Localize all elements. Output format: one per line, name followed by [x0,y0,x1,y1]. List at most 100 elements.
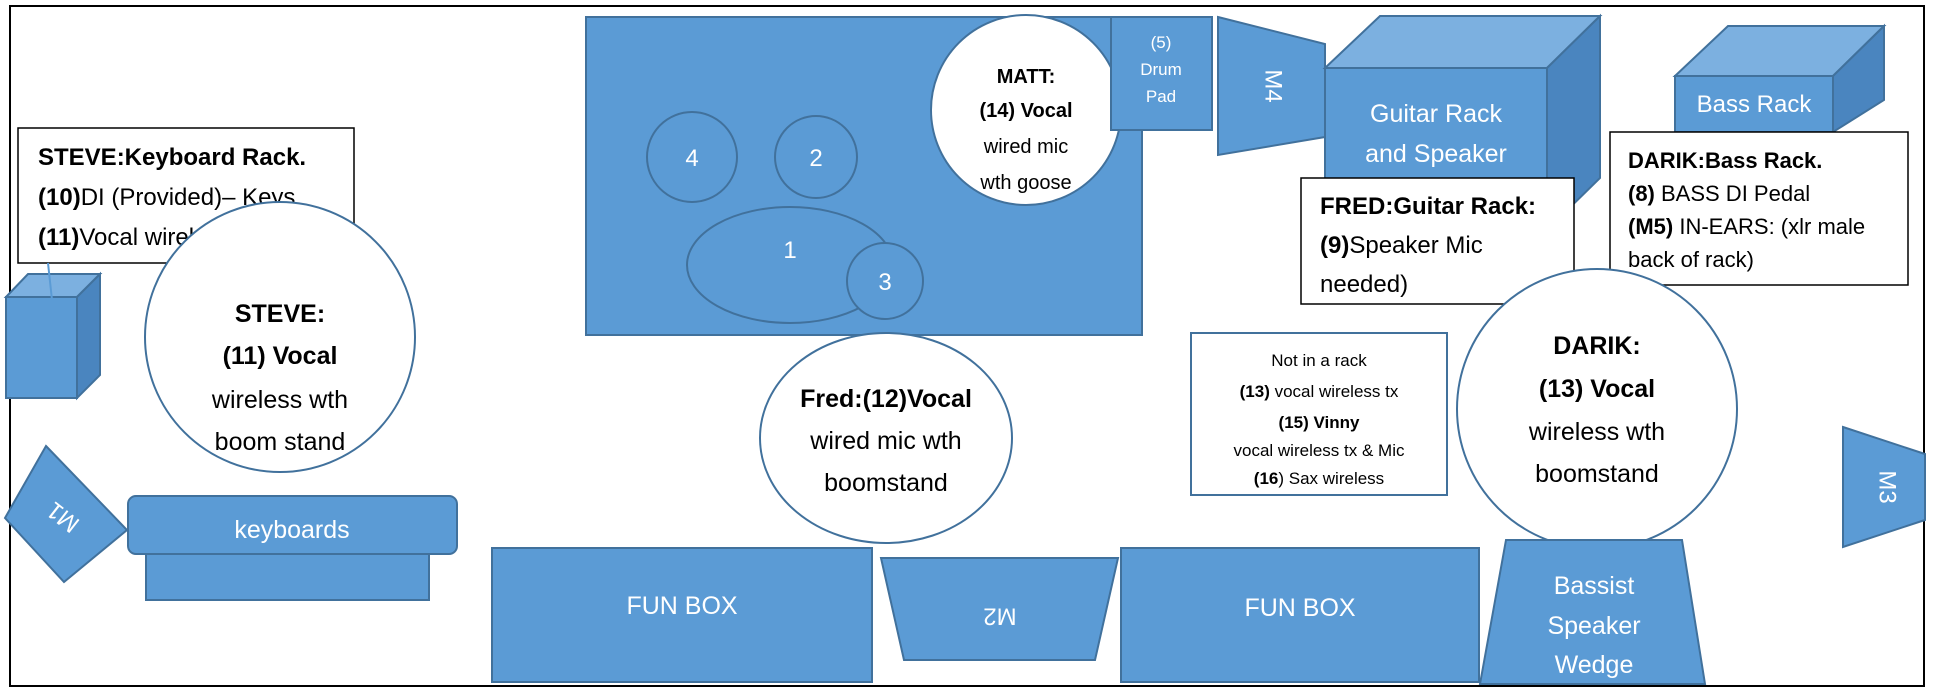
bassist-speaker-wedge: Bassist Speaker Wedge [1478,539,1707,685]
bassist-wedge-line2: Speaker [1547,612,1640,640]
darik-bass-note-line1: (8) BASS DI Pedal [1628,181,1810,206]
drum-3 [846,242,924,320]
not-in-rack-line16: (16) Sax wireless [1254,469,1384,488]
darik-vocal: DARIK: (13) Vocal wireless wth boomstand [1456,268,1738,550]
fred-line2: boomstand [824,469,948,497]
monitor-m1-shape [3,444,129,584]
monitor-m2: M2 [879,557,1120,661]
matt-line2: wth goose [979,172,1071,194]
drum-pad-line1: (5) [1151,33,1172,52]
drum-pad-line2: Drum [1140,60,1182,79]
fun-box-left-shape [491,547,873,683]
steve-line2: boom stand [215,428,346,456]
fred-guitar-note-num: (9) [1320,232,1349,259]
not-in-rack-n16: (16 [1254,469,1279,488]
darik-name: DARIK: [1553,332,1641,360]
not-in-rack-t16: ) Sax wireless [1278,469,1384,488]
steve-line1: wireless wth [211,386,348,414]
fun-box-right: FUN BOX [1120,547,1480,683]
darik-bass-rack-note: DARIK:Bass Rack. (8) BASS DI Pedal (M5) … [1609,131,1909,286]
steve-keyboard-note-n2: (11) [38,224,79,251]
drum-2-label: 2 [809,145,822,172]
monitor-m3-label: M3 [1874,470,1901,503]
keyboard-rack [3,262,103,401]
monitor-m4: M4 [1217,15,1326,157]
monitor-m4-label: M4 [1260,69,1287,102]
fred-ellipse [759,332,1013,544]
darik-bass-note-n1: (8) [1628,181,1655,206]
keyboard-stand [145,553,430,601]
drum-pad-box [1110,16,1213,131]
darik-line1: wireless wth [1528,418,1665,446]
not-in-rack-n13: (13) [1240,382,1270,401]
matt-vocal: MATT: (14) Vocal wired mic wth goose [930,14,1122,206]
not-in-rack-box [1190,332,1448,496]
drum-1-label: 1 [783,237,796,264]
steve-keyboard-note-title: STEVE:Keyboard Rack. [38,144,306,171]
fun-box-left: FUN BOX [491,547,873,683]
fred-guitar-rack-note: FRED:Guitar Rack: (9)Speaker Mic needed) [1300,177,1575,305]
darik-bass-note-t2: IN-EARS: (xlr male [1673,214,1865,239]
monitor-m3: M3 [1842,425,1926,549]
keyboards: keyboards [127,495,458,601]
monitor-m1: M1 [3,444,129,584]
fred-guitar-note-text1: Speaker Mic [1349,232,1482,259]
fred-guitar-note-line1: (9)Speaker Mic [1320,232,1483,259]
keyboards-label: keyboards [234,516,349,544]
steve-vocal-num: (11) Vocal [223,342,338,370]
keyboard-top [127,495,458,555]
monitor-m3-shape [1842,425,1926,549]
monitor-m2-shape [879,557,1120,661]
fred-guitar-note-box [1300,177,1575,305]
not-in-rack-vinny-desc: vocal wireless tx & Mic [1234,441,1405,460]
fred-line1: wired mic wth [809,427,961,455]
not-in-rack-note: Not in a rack (13) vocal wireless tx (15… [1190,332,1448,496]
drum-4 [646,111,738,203]
bass-rack-front [1674,75,1834,133]
guitar-rack-line2: and Speaker [1365,140,1507,168]
keyboard-rack-connector [47,262,53,301]
drum-pad: (5) Drum Pad [1110,16,1213,131]
keyboard-rack-side [76,271,101,401]
not-in-rack-title: Not in a rack [1271,351,1367,370]
darik-circle [1456,268,1738,550]
darik-bass-note-n2: (M5) [1628,214,1673,239]
steve-name: STEVE: [235,300,325,328]
guitar-rack-line1: Guitar Rack [1370,100,1502,128]
matt-name: MATT: [997,66,1056,88]
matt-line1: wired mic [983,136,1068,158]
fred-guitar-note-title: FRED:Guitar Rack: [1320,193,1536,220]
not-in-rack-t13: vocal wireless tx [1270,382,1399,401]
drum-4-label: 4 [685,145,698,172]
darik-bass-note-title: DARIK:Bass Rack. [1628,148,1822,173]
bassist-wedge-line1: Bassist [1554,572,1635,600]
darik-bass-note-t1: BASS DI Pedal [1655,181,1810,206]
not-in-rack-vinny: (15) Vinny [1279,413,1360,432]
bass-rack: Bass Rack [1672,23,1887,134]
steve-circle [144,201,416,473]
bass-rack-label: Bass Rack [1697,91,1813,118]
matt-vocal-num: (14) Vocal [980,100,1073,122]
drum-2 [774,115,858,199]
not-in-rack-line13: (13) vocal wireless tx [1240,382,1399,401]
drum-3-label: 3 [878,269,891,296]
fred-name-vocal: Fred:(12)Vocal [800,385,972,413]
drum-pad-line3: Pad [1146,87,1176,106]
monitor-m2-label: M2 [983,603,1016,630]
fun-box-left-label: FUN BOX [626,592,737,620]
darik-vocal-num: (13) Vocal [1539,375,1655,403]
bassist-wedge-shape [1478,539,1707,685]
keyboard-rack-front [5,296,78,399]
steve-vocal: STEVE: (11) Vocal wireless wth boom stan… [144,201,416,473]
darik-line2: boomstand [1535,460,1659,488]
darik-bass-note-line3: back of rack) [1628,247,1754,272]
darik-bass-note-line2: (M5) IN-EARS: (xlr male [1628,214,1865,239]
fred-vocal: Fred:(12)Vocal wired mic wth boomstand [759,332,1013,544]
darik-bass-note-box [1609,131,1909,286]
bassist-wedge-line3: Wedge [1555,651,1634,679]
fun-box-right-shape [1120,547,1480,683]
steve-keyboard-note-n1: (10) [38,184,81,211]
fun-box-right-label: FUN BOX [1244,594,1355,622]
fred-guitar-note-line2: needed) [1320,271,1408,298]
